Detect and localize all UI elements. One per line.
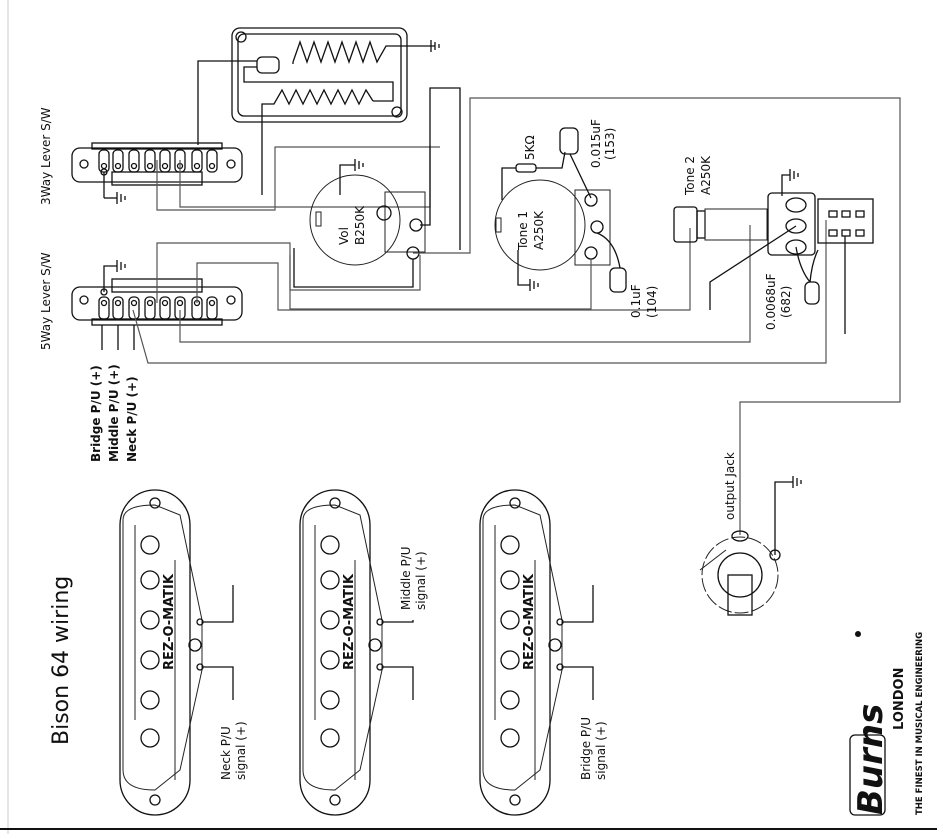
pickup-brand: REZ-O-MATIK (522, 573, 537, 670)
cap2-code: (104) (645, 286, 659, 318)
output-jack (699, 481, 793, 616)
pickup-signal-label-2: signal (+) (594, 721, 608, 780)
cap3-code: (682) (779, 286, 793, 318)
tone2-pot-label-2: A250K (699, 155, 713, 195)
ground-icon (430, 40, 440, 52)
cap3-value: 0.0068uF (764, 273, 778, 330)
five-way-switch-label: 5Way Lever S/W (39, 252, 53, 350)
volume-pot (293, 87, 901, 535)
output-jack-label: output Jack (723, 452, 737, 520)
volume-pot-label-2: B250K (353, 205, 367, 245)
diagram-title: Bison 64 wiring (49, 576, 74, 745)
volume-pot-label-1: Vol (337, 227, 351, 245)
tone2-pot-label-1: Tone 2 (683, 156, 697, 196)
burns-logo: Burns LONDON THE FINEST IN MUSICAL ENGIN… (849, 631, 925, 816)
ground-icon (116, 192, 126, 204)
pickup-signal-label-1: Middle P/U (399, 546, 413, 610)
pickup-signal-label-1: Bridge P/U (579, 717, 593, 780)
pickup-brand: REZ-O-MATIK (162, 573, 177, 670)
tone1-pot-label-1: Tone 1 (516, 211, 530, 251)
five-way-switch (71, 220, 827, 364)
ground-icon (116, 260, 126, 272)
cap2-value: 0.1uF (629, 284, 643, 318)
middle-input-label: Middle P/U (+) (107, 364, 121, 462)
tone2-pot (673, 174, 874, 334)
tone1-pot-label-2: A250K (532, 210, 546, 250)
cap1-value: 0.015uF (589, 119, 603, 168)
logo-brand: Burns (851, 704, 891, 815)
ground-icon (792, 476, 802, 488)
ground-icon (529, 279, 539, 291)
logo-tagline: THE FINEST IN MUSICAL ENGINEERING (915, 632, 925, 815)
ground-icon (354, 159, 364, 171)
ground-icon (789, 169, 799, 181)
pickup-signal-label-2: signal (+) (414, 551, 428, 610)
bridge-input-label: Bridge P/U (+) (89, 365, 103, 462)
resistor-label: 5KΩ (523, 135, 537, 160)
three-way-switch-label: 3Way Lever S/W (39, 107, 53, 205)
pickup-signal-label-2: signal (+) (234, 721, 248, 780)
logo-sub: LONDON (892, 668, 907, 730)
three-way-switch (71, 142, 440, 211)
pickup-brand: REZ-O-MATIK (342, 573, 357, 670)
tone1-pot (289, 127, 627, 310)
tone-block (197, 27, 435, 195)
pickup-signal-label-1: Neck P/U (219, 726, 233, 780)
neck-input-label: Neck P/U (+) (125, 376, 139, 462)
cap1-code: (153) (603, 128, 617, 160)
